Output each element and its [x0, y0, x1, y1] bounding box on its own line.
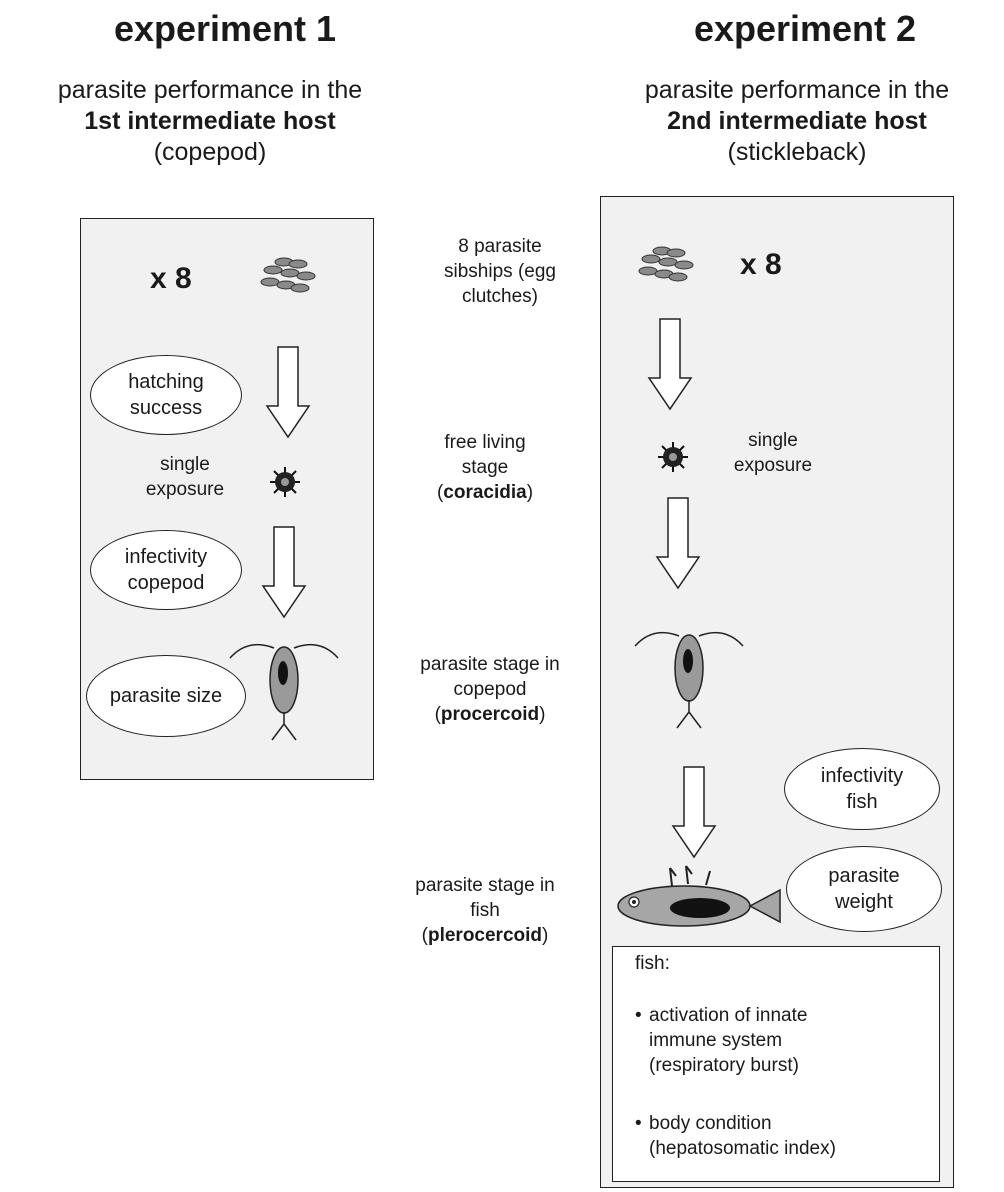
down-arrow-icon [265, 346, 311, 439]
free-living-label: free living stage (coracidia) [380, 430, 590, 505]
immune-line2: immune system [649, 1030, 783, 1051]
exp1-subtitle: parasite performance in the 1st intermed… [0, 75, 420, 168]
exp1-single-exposure: single exposure [130, 452, 240, 502]
procercoid-term: procercoid [440, 704, 540, 725]
fish-measures-box: fish: • activation of innate immune syst… [612, 946, 940, 1182]
cop-line2: copepod [453, 679, 527, 700]
cop-line1: parasite stage in [420, 654, 560, 675]
stickleback-fish-icon [617, 865, 781, 927]
copepod-stage-label: parasite stage in copepod (procercoid) [385, 652, 595, 727]
exp1-single-line1: single [160, 454, 210, 475]
exp2-subtitle-line3: (stickleback) [727, 138, 867, 166]
fish-box-item-condition: • body condition (hepatosomatic index) [635, 1111, 836, 1161]
egg-clutch-icon [260, 257, 316, 293]
infectivity-fish-line1: infectivity [820, 765, 904, 787]
parasite-weight-ellipse: parasite weight [786, 846, 942, 932]
cop-line3: (procercoid) [434, 704, 546, 725]
infectivity-fish-line2: fish [846, 791, 878, 813]
plerocercoid-term: plerocercoid [427, 925, 543, 946]
bullet-icon: • [635, 1005, 642, 1026]
infectivity-copepod-ellipse: infectivity copepod [90, 530, 242, 610]
eggs-line1: 8 parasite [458, 236, 542, 257]
hatching-success-line1: hatching [128, 371, 204, 393]
exp1-subtitle-line2: 1st intermediate host [84, 107, 336, 135]
exp2-single-line1: single [748, 430, 798, 451]
exp1-title: experiment 1 [113, 8, 337, 49]
exp1-single-line2: exposure [145, 479, 225, 500]
exp2-title: experiment 2 [693, 8, 917, 49]
parasite-size-label: parasite size [109, 685, 223, 707]
bullet-icon: • [635, 1113, 642, 1134]
condition-line1: body condition [649, 1113, 772, 1134]
fish-box-heading: fish: [635, 953, 670, 974]
exp2-subtitle-line1: parasite performance in the [644, 76, 950, 104]
condition-line2: (hepatosomatic index) [649, 1138, 836, 1159]
fish-stage-label: parasite stage in fish (plerocercoid) [380, 873, 590, 948]
hatching-success-ellipse: hatching success [90, 355, 242, 435]
eggs-line3: clutches) [461, 286, 539, 307]
fish-line2: fish [470, 900, 500, 921]
coracidium-icon [270, 467, 300, 497]
coracidium-icon [658, 442, 688, 472]
fish-line1: parasite stage in [415, 875, 555, 896]
exp2-single-exposure: single exposure [718, 428, 828, 478]
free-line1: free living [444, 432, 526, 453]
exp2-subtitle: parasite performance in the 2nd intermed… [590, 75, 1004, 168]
exp1-subtitle-line1: parasite performance in the [57, 76, 363, 104]
infectivity-fish-ellipse: infectivity fish [784, 748, 940, 830]
exp2-subtitle-line2: 2nd intermediate host [667, 107, 927, 135]
free-line3: (coracidia) [436, 482, 534, 503]
exp1-subtitle-line3: (copepod) [153, 138, 267, 166]
down-arrow-icon [261, 526, 307, 619]
parasite-size-ellipse: parasite size [86, 655, 246, 737]
infectivity-copepod-line1: infectivity [124, 546, 208, 568]
free-line2: stage [461, 457, 509, 478]
parasite-weight-line1: parasite [828, 865, 900, 887]
eggs-line2: sibships (egg [444, 261, 556, 282]
exp1-multiplier: x 8 [150, 262, 192, 295]
down-arrow-icon [655, 497, 701, 590]
immune-line1: activation of innate [649, 1005, 808, 1026]
copepod-icon [229, 643, 339, 741]
hatching-success-line2: success [129, 397, 203, 419]
fish-box-item-immune: • activation of innate immune system (re… [635, 1003, 807, 1078]
exp2-multiplier: x 8 [740, 248, 782, 281]
parasite-weight-line2: weight [835, 891, 893, 913]
eggs-label: 8 parasite sibships (egg clutches) [395, 234, 605, 309]
egg-clutch-icon [638, 246, 694, 282]
immune-line3: (respiratory burst) [649, 1055, 799, 1076]
fish-line3: (plerocercoid) [421, 925, 549, 946]
exp2-single-line2: exposure [733, 455, 813, 476]
infectivity-copepod-line2: copepod [127, 572, 205, 594]
down-arrow-icon [647, 318, 693, 411]
coracidia-term: coracidia [443, 482, 527, 503]
copepod-icon [634, 631, 744, 729]
down-arrow-icon [671, 766, 717, 859]
